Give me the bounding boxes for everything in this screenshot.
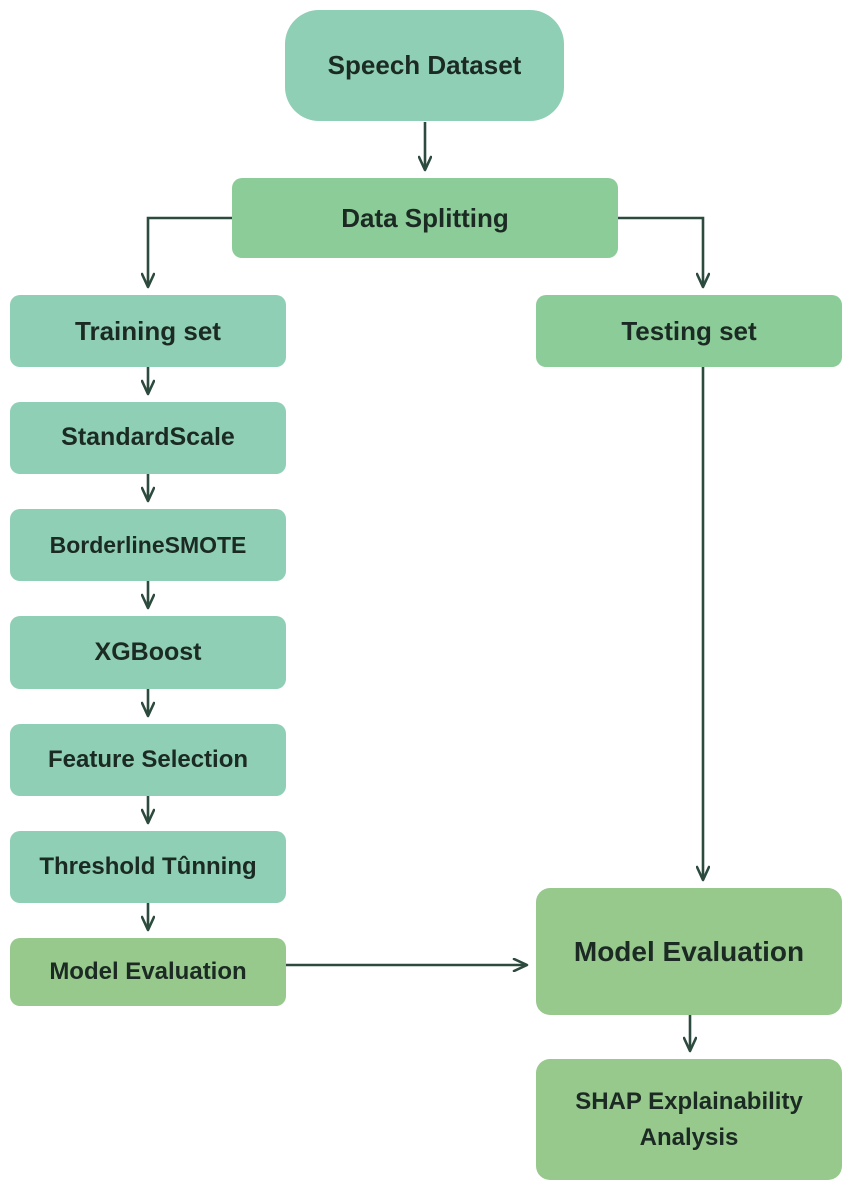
node-threshold-tuning: Threshold Tûnning xyxy=(10,831,286,903)
arrow-splitting-to-training xyxy=(148,216,232,287)
node-model-evaluation-left-label: Model Evaluation xyxy=(49,958,247,985)
node-testing-set: Testing set xyxy=(536,295,842,367)
node-shap-analysis: SHAP Explainability Analysis xyxy=(536,1059,842,1180)
node-standard-scale-label: StandardScale xyxy=(61,423,235,452)
node-model-evaluation-right-label: Model Evaluation xyxy=(573,936,805,967)
node-feature-selection: Feature Selection xyxy=(10,724,286,796)
node-speech-dataset-label: Speech Dataset xyxy=(327,50,522,81)
node-xgboost-label: XGBoost xyxy=(94,637,202,666)
node-speech-dataset: Speech Dataset xyxy=(285,10,564,121)
node-training-set-label: Training set xyxy=(75,315,221,346)
node-data-splitting-label: Data Splitting xyxy=(341,202,509,233)
node-shap-analysis-line2: Analysis xyxy=(639,1123,739,1151)
node-feature-selection-label: Feature Selection xyxy=(47,746,249,773)
node-testing-set-label: Testing set xyxy=(621,315,757,346)
node-threshold-tuning-label: Threshold Tûnning xyxy=(39,853,257,880)
node-data-splitting: Data Splitting xyxy=(232,178,618,258)
node-model-evaluation-left: Model Evaluation xyxy=(10,938,286,1006)
arrow-splitting-to-testing xyxy=(618,216,703,287)
node-borderline-smote-label: BorderlineSMOTE xyxy=(49,531,247,558)
node-xgboost: XGBoost xyxy=(10,616,286,689)
node-training-set: Training set xyxy=(10,295,286,367)
node-standard-scale: StandardScale xyxy=(10,402,286,474)
node-shap-analysis-line1: SHAP Explainability xyxy=(575,1087,803,1115)
node-model-evaluation-right: Model Evaluation xyxy=(536,888,842,1015)
node-borderline-smote: BorderlineSMOTE xyxy=(10,509,286,581)
